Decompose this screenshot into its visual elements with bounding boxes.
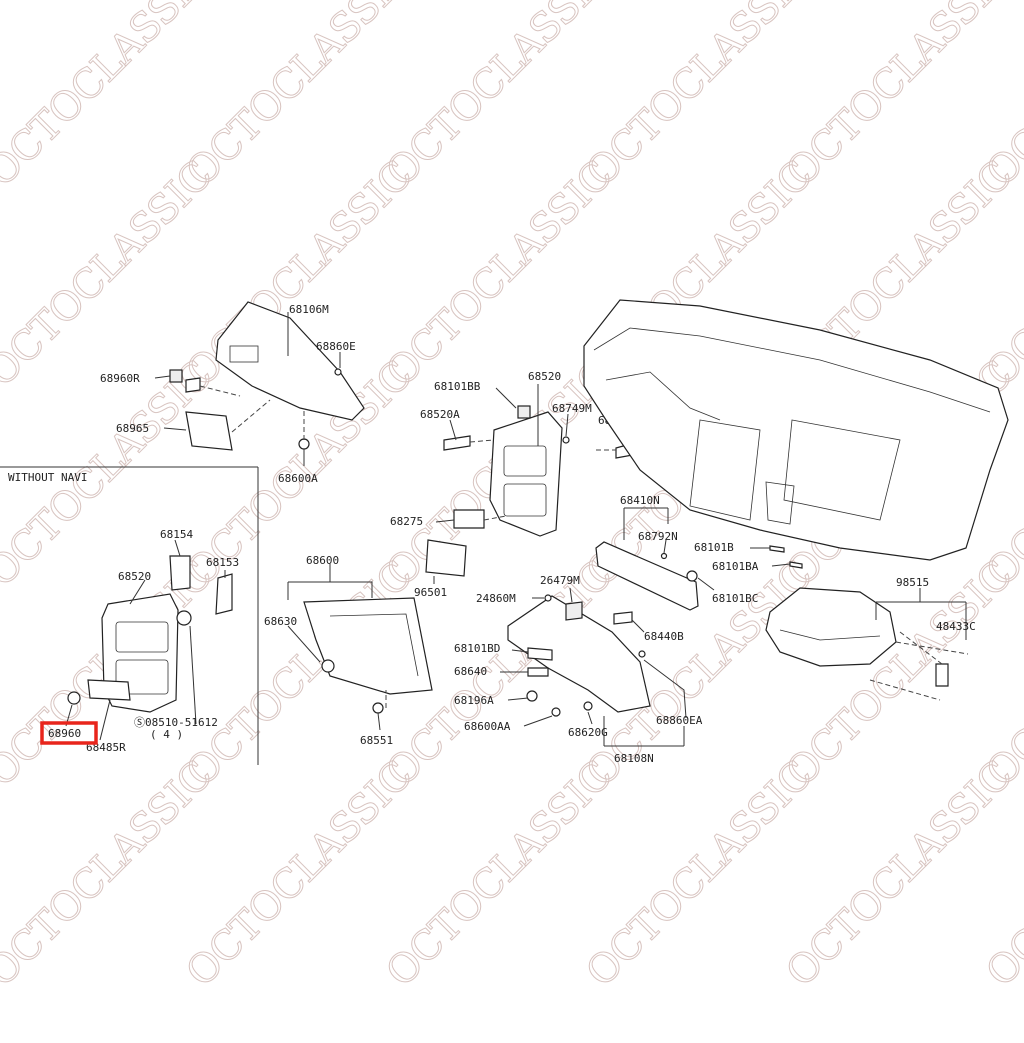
dash-glovebox-opening — [783, 419, 901, 521]
socket-96501 — [425, 539, 467, 577]
clip-68101B — [769, 545, 785, 553]
inset-label: WITHOUT NAVI — [8, 471, 87, 484]
label-68153: 68153 — [206, 556, 239, 569]
airbag-seam — [779, 629, 881, 641]
label-68551: 68551 — [360, 734, 393, 747]
label-68860E: 68860E — [316, 340, 356, 353]
label-68275: 68275 — [390, 515, 423, 528]
label-68630: 68630 — [264, 615, 297, 628]
screw-68520A — [443, 435, 471, 451]
dash-panel-body — [583, 299, 1009, 561]
center-bezel-upper — [503, 445, 547, 477]
center-bezel-68520 — [489, 411, 563, 537]
clip-68101BB — [517, 405, 531, 419]
group-68108N: 26479M 24860M 68101BD 68640 68196A 68600… — [454, 574, 703, 765]
clip-68101BC — [686, 570, 698, 582]
screw-68600A — [298, 438, 310, 450]
cover-opening — [229, 345, 259, 363]
clip-68960 — [67, 691, 81, 705]
clip-68101BA — [789, 561, 803, 569]
label-68440B: 68440B — [644, 630, 684, 643]
airbag-98515 — [765, 587, 897, 667]
label-68101BB: 68101BB — [434, 380, 481, 393]
glove-box-68600 — [303, 597, 433, 695]
label-68101BC: 68101BC — [712, 592, 758, 605]
bolt-48433C — [935, 663, 949, 687]
screw-68600AA — [551, 707, 561, 717]
label-68749M: 68749M — [552, 402, 592, 415]
inset-without-navi: WITHOUT NAVI 68154 68153 68520 Ⓢ0 — [0, 466, 259, 765]
clip-68749M — [562, 436, 570, 444]
center-bezel-lower — [503, 483, 547, 517]
screw-68440B — [613, 611, 633, 625]
label-68965: 68965 — [116, 422, 149, 435]
label-68640: 68640 — [454, 665, 487, 678]
highlight-box — [40, 721, 98, 745]
label-68154: 68154 — [160, 528, 193, 541]
label-96501: 96501 — [414, 586, 447, 599]
bezel-opening-lower — [115, 659, 169, 695]
label-48433C: 48433C — [936, 620, 976, 633]
instrument-panel — [583, 299, 1009, 561]
label-68960R: 68960R — [100, 372, 140, 385]
dash-cluster-hood — [605, 371, 721, 421]
box-68965 — [185, 411, 233, 451]
bracket-68153 — [215, 573, 233, 615]
clip-68860EA — [638, 650, 646, 658]
label-98515: 98515 — [896, 576, 929, 589]
lower-cover-68106M — [215, 301, 365, 421]
label-26479M: 26479M — [540, 574, 580, 587]
finisher-68410N — [595, 541, 699, 611]
clip-68960R — [169, 369, 183, 383]
switch-68275 — [453, 509, 485, 529]
clip-68101BD — [527, 647, 553, 661]
clip-socket — [185, 377, 201, 393]
label-68101B: 68101B — [694, 541, 734, 554]
glove-box-inner — [329, 613, 419, 677]
label-68600A: 68600A — [278, 472, 318, 485]
lock-68630 — [321, 659, 335, 673]
label-08510: Ⓢ08510-51612 — [134, 716, 218, 729]
label-68600AA: 68600AA — [464, 720, 511, 733]
label-68520A: 68520A — [420, 408, 460, 421]
label-68620G: 68620G — [568, 726, 608, 739]
dash-center-opening — [689, 419, 761, 521]
switch-panel-68485R — [87, 679, 131, 701]
label-68860EA: 68860EA — [656, 714, 703, 727]
label-08510-qty: ( 4 ) — [150, 728, 183, 741]
bezel-opening-upper — [115, 621, 169, 653]
label-24860M: 24860M — [476, 592, 516, 605]
label-68600: 68600 — [306, 554, 339, 567]
clip-24860M — [544, 594, 552, 602]
dash-top-edge — [593, 327, 991, 413]
stopper-68551 — [372, 702, 384, 714]
clip-68640 — [527, 667, 549, 677]
group-68410N: 68410N 68792N 68101B 68101BA 68101BC 684… — [595, 494, 803, 643]
label-68108N: 68108N — [614, 752, 654, 765]
label-68520-center: 68520 — [528, 370, 561, 383]
label-68106M: 68106M — [289, 303, 329, 316]
label-68960: 68960 — [48, 727, 81, 740]
pad-26479M — [565, 601, 583, 621]
clip-68860E — [334, 368, 342, 376]
dash-lower-opening — [765, 481, 795, 525]
label-68101BD: 68101BD — [454, 642, 500, 655]
group-68600: 68600 68630 68551 — [264, 554, 433, 747]
group-68106M: 68106M 68860E 68960R 68965 68600A — [100, 301, 365, 485]
label-68520-left: 68520 — [118, 570, 151, 583]
label-68101BA: 68101BA — [712, 560, 759, 573]
clip-68196A — [526, 690, 538, 702]
label-68196A: 68196A — [454, 694, 494, 707]
label-68410N: 68410N — [620, 494, 660, 507]
label-68792N: 68792N — [638, 530, 678, 543]
screw-08510 — [176, 610, 192, 626]
clip-68792N — [660, 552, 668, 560]
group-98515: 98515 48433C — [765, 576, 976, 701]
screw-68620G — [583, 701, 593, 711]
bracket-68154 — [169, 555, 191, 591]
